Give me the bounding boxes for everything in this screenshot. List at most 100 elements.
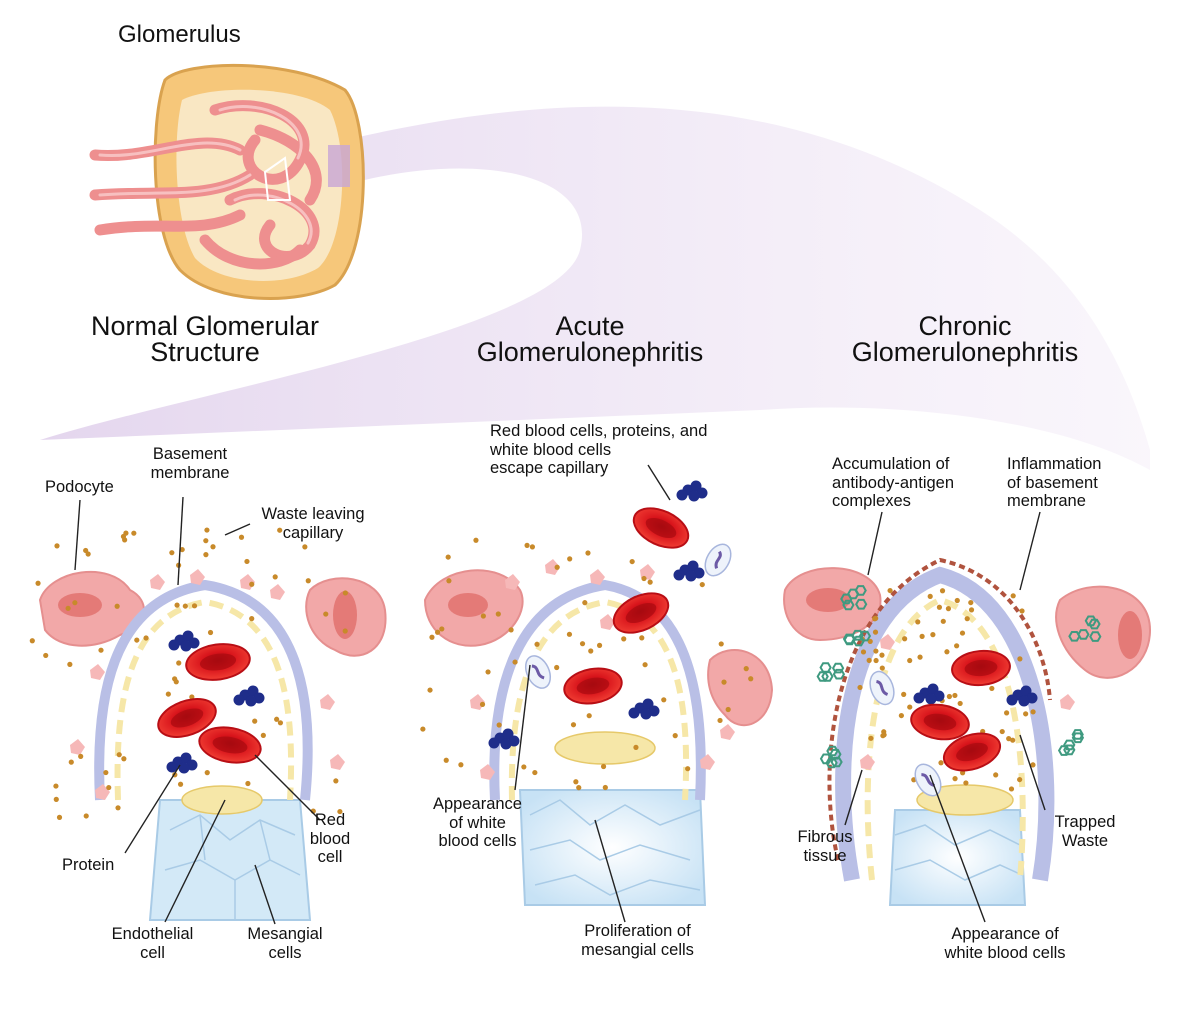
waste-dot	[534, 641, 540, 647]
waste-dot	[633, 744, 639, 750]
complex-hex	[852, 635, 865, 647]
waste-dot	[661, 697, 667, 703]
waste-dot	[570, 722, 577, 728]
waste-dot	[1023, 711, 1029, 717]
white-blood-cell	[524, 655, 552, 689]
acute-capillary-diagram	[423, 569, 774, 906]
waste-dot	[968, 599, 974, 606]
fragment	[1060, 694, 1075, 710]
protein-cluster	[628, 698, 660, 720]
antibody-antigen-complexes	[816, 585, 1102, 769]
waste-dot	[207, 629, 214, 636]
waste-dot	[954, 643, 960, 649]
endothelial-cell-label: Endothelial cell	[111, 925, 194, 962]
fragment	[860, 754, 875, 770]
waste-dot	[121, 756, 127, 762]
waste-dot	[443, 757, 449, 763]
red-blood-cell	[951, 649, 1011, 687]
waste-dot	[945, 606, 952, 612]
complex-hex	[829, 748, 842, 760]
waste-dot	[959, 630, 966, 636]
waste-dot	[938, 760, 944, 766]
fragment	[270, 584, 285, 600]
waste-dot	[915, 619, 921, 625]
complex-hex	[1063, 744, 1076, 756]
waste-dot	[873, 648, 879, 654]
complex-hex	[854, 585, 867, 596]
fragment	[320, 694, 335, 710]
waste-dot	[596, 642, 603, 648]
waste-dot	[252, 718, 258, 724]
waste-dot	[857, 684, 863, 691]
waste-dot	[940, 618, 946, 624]
waste-dot	[629, 558, 635, 565]
fibrous-tissue-label: Fibrous tissue	[797, 828, 853, 865]
waste-dot	[78, 753, 84, 759]
red-blood-cell	[185, 643, 251, 681]
waste-dot	[993, 772, 999, 778]
protein-cluster	[166, 752, 198, 774]
normal-capillary-diagram	[38, 570, 387, 921]
waste-dot	[458, 762, 464, 768]
waste-dot	[521, 764, 527, 770]
waste-dot	[939, 588, 946, 594]
waste-dot	[999, 728, 1005, 735]
waste-dot	[573, 779, 579, 785]
fragment	[90, 664, 105, 680]
waste-dot	[98, 647, 104, 653]
waste-dot	[203, 552, 209, 558]
waste-dot	[872, 616, 878, 622]
protein-cluster	[233, 685, 265, 707]
waste-dot	[532, 769, 538, 776]
trapped-waste-label: Trapped Waste	[1054, 813, 1116, 850]
waste-dot	[524, 542, 530, 548]
red-blood-cell	[198, 726, 262, 764]
waste-dot	[868, 735, 874, 741]
waste-dot	[68, 759, 74, 765]
waste-dot	[191, 603, 198, 609]
waste-dot	[83, 813, 89, 819]
waste-dot	[641, 575, 647, 582]
waste-leaving-label: Waste leaving capillary	[261, 505, 365, 542]
protein-cluster	[1006, 685, 1038, 707]
chronic-panel-title: Chronic Glomerulonephritis	[851, 311, 1079, 368]
waste-dot	[952, 692, 958, 699]
normal-panel-title: Normal Glomerular Structure	[90, 311, 320, 368]
inflammation-label: Inflammation of basement membrane	[1007, 455, 1102, 511]
complex-hex	[1077, 629, 1090, 640]
waste-dot	[866, 657, 872, 663]
accumulation-label: Accumulation of antibody-antigen complex…	[832, 455, 955, 511]
waste-dot	[639, 635, 645, 641]
waste-dot	[1017, 776, 1023, 783]
chronic-wbc-label: Appearance of white blood cells	[944, 925, 1066, 962]
waste-dot	[685, 766, 691, 772]
waste-dot	[177, 781, 184, 787]
mesangial-cells-label: Mesangial cells	[247, 925, 323, 962]
waste-dot	[647, 579, 653, 585]
red-blood-cell	[563, 667, 623, 705]
waste-dot	[114, 603, 120, 609]
complex-hex	[1089, 631, 1102, 642]
waste-dot	[989, 685, 995, 692]
complex-hex	[1071, 729, 1084, 740]
waste-dot	[582, 600, 588, 606]
waste-dot	[116, 752, 122, 758]
waste-dot	[576, 785, 582, 791]
complex-hex	[816, 671, 829, 682]
waste-dot	[566, 631, 573, 637]
waste-dot	[1019, 608, 1025, 614]
red-blood-cell	[612, 592, 670, 634]
proliferation-label: Proliferation of mesangial cells	[581, 922, 694, 959]
waste-dot	[529, 544, 536, 550]
waste-dot	[134, 637, 140, 643]
waste-dot	[274, 716, 280, 722]
leader-lines	[74, 464, 1046, 925]
protein-label: Protein	[62, 856, 115, 874]
waste-dot	[245, 780, 251, 787]
waste-dot	[434, 629, 441, 635]
waste-dot	[172, 676, 178, 682]
complex-hex	[826, 745, 839, 757]
protein-cluster	[913, 683, 945, 705]
waste-dot	[165, 691, 171, 697]
waste-dot	[919, 633, 925, 639]
